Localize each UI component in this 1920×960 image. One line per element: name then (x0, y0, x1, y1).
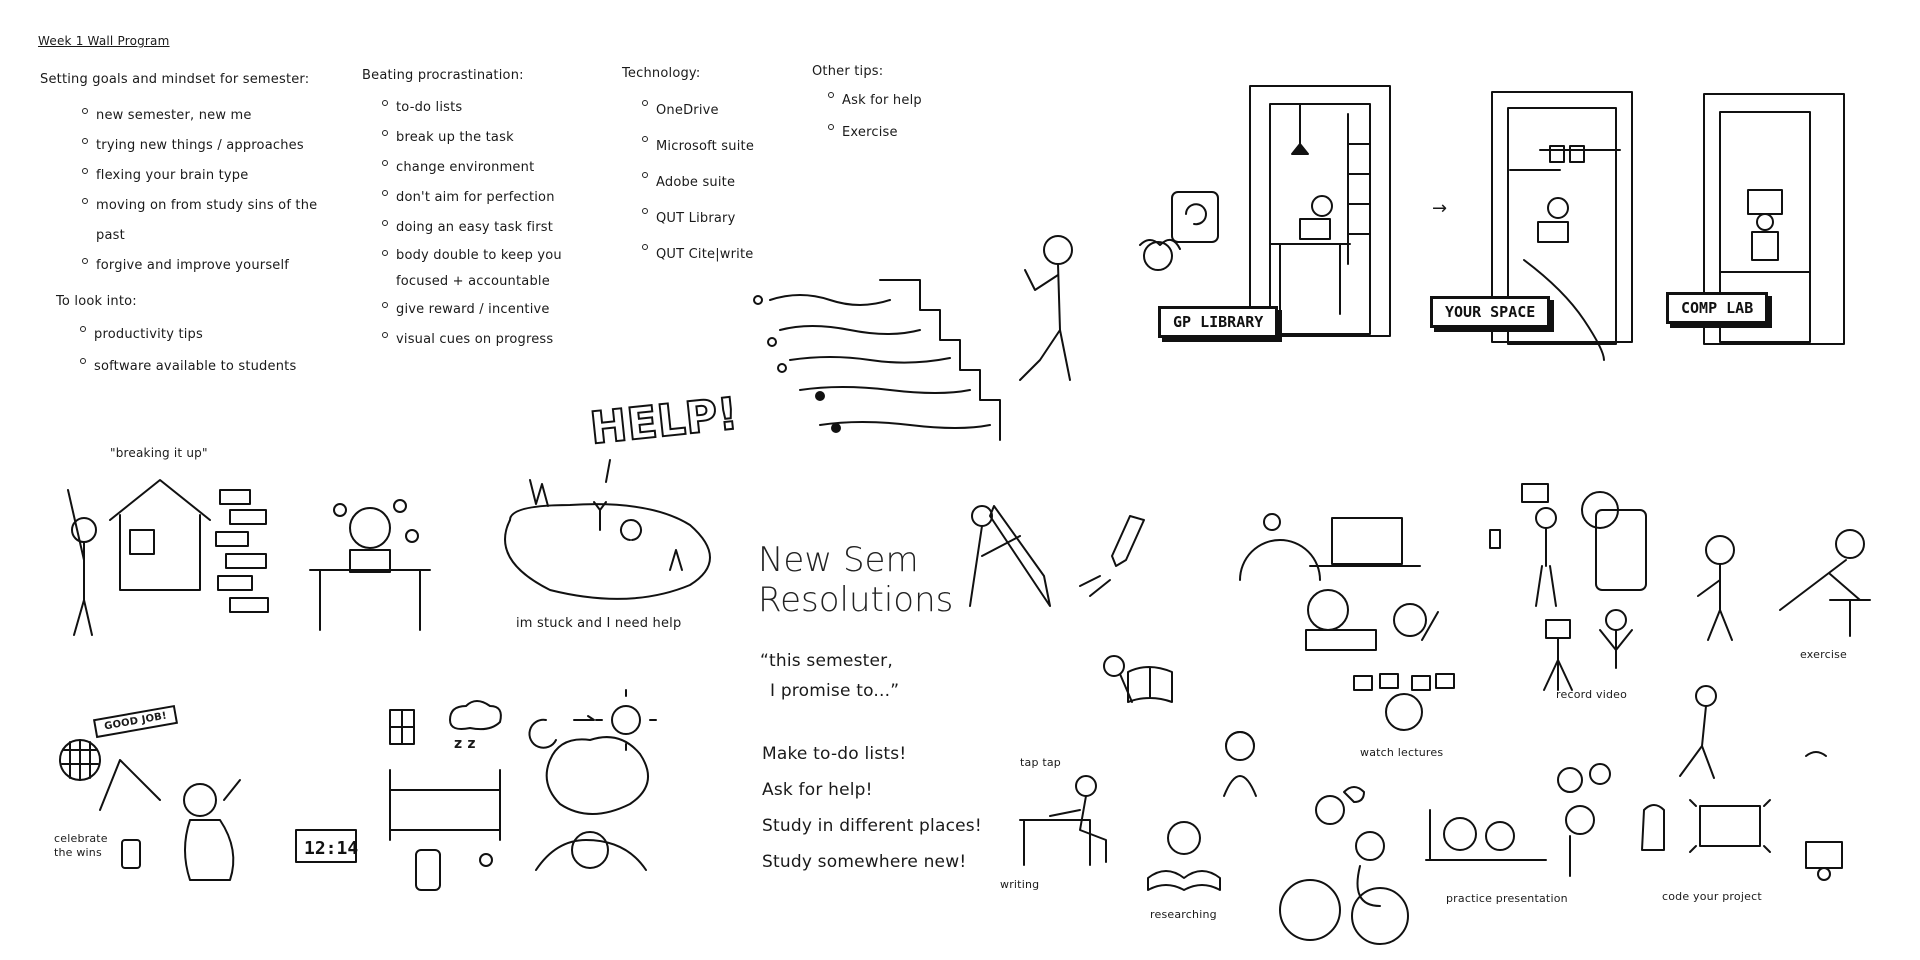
quote-line1: “this semester, (760, 651, 893, 671)
list-item: break up the task (380, 123, 562, 153)
resolutions-title: New Sem Resolutions (758, 540, 953, 620)
resolutions-title-line1: New Sem (758, 540, 919, 580)
list-item: Exercise (826, 117, 952, 149)
watch-lectures-illustration (1353, 673, 1455, 731)
technology-list: OneDrive Microsoft suite Adobe suite QUT… (640, 93, 782, 273)
list-item: Ask for help (826, 85, 952, 117)
resolutions-list: Make to-do lists! Ask for help! Study in… (762, 736, 982, 880)
resolution-item: Study in different places! (762, 816, 982, 836)
researching-illustration (1147, 821, 1221, 891)
list-item: new semester, new me (80, 101, 340, 131)
walking-figure-illustration (1679, 685, 1827, 779)
practice-presentation-label: practice presentation (1446, 892, 1568, 905)
your-space-panel (1491, 91, 1633, 361)
procrastination-list: to-do lists break up the task change env… (380, 93, 562, 355)
help-bubble: HELP! (587, 387, 742, 455)
list-item: moving on from study sins of the past (80, 191, 340, 251)
resolution-item: Study somewhere new! (762, 852, 967, 872)
goals-list: new semester, new me trying new things /… (80, 101, 340, 281)
list-item: give reward / incentive (380, 295, 562, 325)
list-item: doing an easy task first (380, 213, 562, 243)
practice-presentation-illustration (1425, 763, 1611, 877)
list-item: flexing your brain type (80, 161, 340, 191)
list-item: visual cues on progress (380, 325, 562, 355)
watch-lectures-label: watch lectures (1360, 746, 1444, 759)
list-item: Adobe suite (640, 165, 782, 201)
magnifier-book-icon (1103, 655, 1173, 703)
technology-section: Technology: OneDrive Microsoft suite Ado… (622, 66, 782, 273)
pencil-illustration (969, 505, 1145, 607)
exercise-label: exercise (1800, 648, 1847, 661)
list-item: software available to students (78, 351, 316, 383)
look-into-heading: To look into: (56, 294, 137, 309)
writing-illustration (1019, 775, 1107, 866)
researching-label: researching (1150, 908, 1217, 921)
help-illustration (504, 459, 711, 600)
clock-display: 12:14 (304, 838, 359, 859)
other-tips-section: Other tips: Ask for help Exercise (812, 64, 952, 149)
breaking-it-up-illustration (67, 479, 431, 636)
list-item: to-do lists (380, 93, 562, 123)
technology-heading: Technology: (622, 66, 701, 81)
celebrate-label: celebrate the wins (54, 832, 108, 859)
library-sign: GP LIBRARY (1158, 306, 1279, 338)
resolution-item: Ask for help! (762, 780, 873, 800)
other-tips-list: Ask for help Exercise (826, 85, 952, 149)
goals-heading: Setting goals and mindset for semester: (40, 72, 310, 87)
look-into-section: To look into: productivity tips software… (56, 294, 316, 383)
library-panel (1249, 85, 1391, 337)
sleep-illustration (295, 689, 657, 891)
list-item: change environment (380, 153, 562, 183)
list-item: forgive and improve yourself (80, 251, 340, 281)
list-item: don't aim for perfection (380, 183, 562, 213)
resolution-item: Make to-do lists! (762, 744, 907, 764)
procrastination-heading: Beating procrastination: (362, 68, 524, 83)
exercise-illustration (1697, 529, 1871, 641)
look-into-list: productivity tips software available to … (78, 319, 316, 383)
goals-section: Setting goals and mindset for semester: … (40, 72, 340, 281)
breaking-it-up-label: "breaking it up" (110, 446, 208, 460)
list-item: QUT Cite|write (640, 237, 782, 273)
stuck-label: im stuck and I need help (516, 616, 682, 631)
record-video-label: record video (1556, 688, 1628, 701)
celebrate-illustration (59, 739, 241, 881)
list-item: body double to keep you focused + accoun… (380, 243, 562, 295)
comp-lab-sign: COMP LAB (1666, 292, 1769, 324)
other-tips-heading: Other tips: (812, 64, 884, 79)
list-item: productivity tips (78, 319, 316, 351)
list-item: OneDrive (640, 93, 782, 129)
writing-label: writing (1000, 878, 1040, 891)
code-project-illustration (1641, 799, 1843, 881)
procrastination-section: Beating procrastination: to-do lists bre… (362, 68, 562, 355)
your-space-sign: YOUR SPACE (1430, 296, 1551, 328)
record-video-illustration (1489, 483, 1647, 691)
code-project-label: code your project (1662, 890, 1762, 903)
comp-lab-panel (1703, 93, 1845, 345)
page-title: Week 1 Wall Program (38, 34, 170, 48)
resolutions-quote: “this semester, I promise to...” (760, 646, 899, 706)
lecture-viewing-illustration (1239, 513, 1439, 651)
list-item: trying new things / approaches (80, 131, 340, 161)
list-item: Microsoft suite (640, 129, 782, 165)
headphones-illustration (1223, 731, 1257, 797)
touch-icon (1139, 191, 1219, 271)
zzz-label: z z (454, 736, 476, 752)
arrow-icon: → (1432, 198, 1448, 219)
group-study-illustration (1279, 786, 1409, 945)
quote-line2: I promise to...” (770, 681, 900, 701)
resolutions-title-line2: Resolutions (758, 580, 954, 620)
list-item: QUT Library (640, 201, 782, 237)
tap-tap-label: tap tap (1020, 756, 1061, 769)
staircase-illustration (753, 235, 1073, 441)
